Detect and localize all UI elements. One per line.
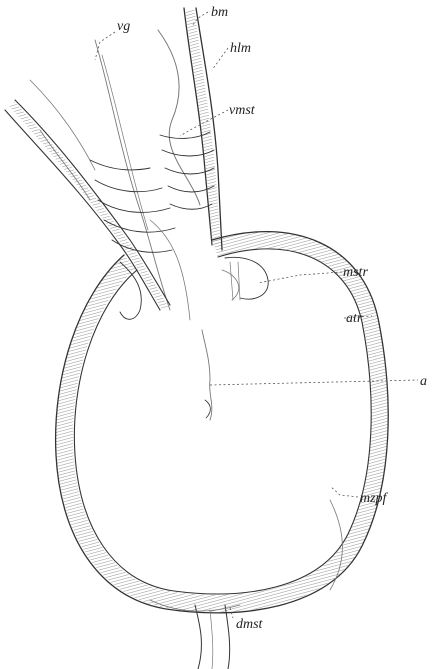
- left-band: [5, 80, 170, 310]
- label-vmst: vmst: [229, 103, 256, 118]
- label-dmst: dmst: [236, 617, 264, 632]
- label-mstr: mstr: [343, 265, 368, 280]
- label-vg: vg: [117, 19, 130, 34]
- central-axis: [202, 330, 212, 420]
- label-mzpf: mzpf: [360, 491, 389, 506]
- label-bm: bm: [211, 5, 228, 20]
- atrium-ring: [56, 232, 389, 613]
- label-hlm: hlm: [230, 41, 251, 56]
- label-a: a: [420, 374, 427, 389]
- labels: vg bm hlm vmst mstr atr a mzpf dmst: [117, 5, 427, 632]
- mstr-region: [222, 257, 268, 300]
- label-atr: atr: [346, 311, 363, 326]
